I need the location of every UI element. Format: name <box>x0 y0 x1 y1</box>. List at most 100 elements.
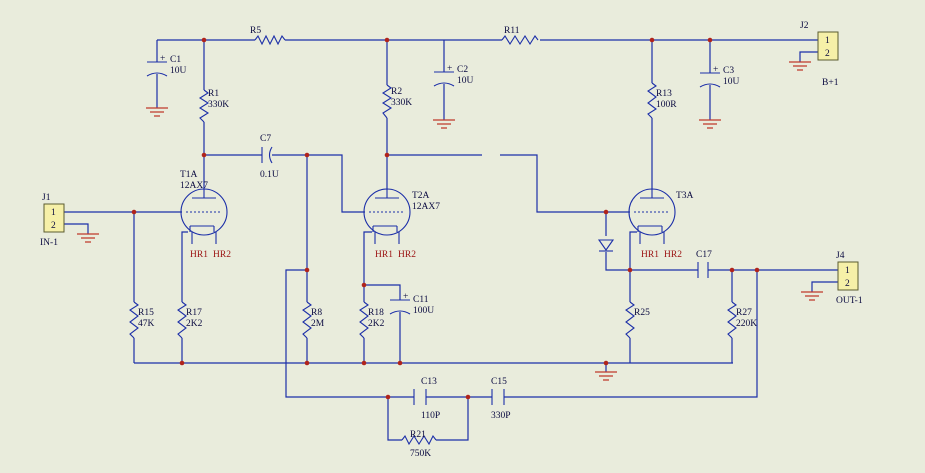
j2-ref: J2 <box>800 21 809 31</box>
junction-dot <box>384 152 390 158</box>
r25-ref: R25 <box>634 308 650 318</box>
capacitor-c11 <box>389 299 411 315</box>
j1-pin-1: 1 <box>51 208 56 218</box>
resistor-r8 <box>302 301 312 339</box>
r15-value: 47K <box>138 319 155 329</box>
junction-dot <box>304 267 310 273</box>
junction-dot <box>707 37 713 43</box>
r27-ref: R27 <box>736 308 752 318</box>
j1-net: IN-1 <box>40 238 58 248</box>
junction-dot <box>304 152 310 158</box>
junction-dot <box>649 37 655 43</box>
c1-polarity: + <box>160 54 165 64</box>
c1-value: 10U <box>170 66 187 76</box>
connector-j2 <box>817 31 839 61</box>
r18-value: 2K2 <box>368 319 385 329</box>
c15-value: 330P <box>491 411 511 421</box>
r2-value: 330K <box>391 98 412 108</box>
r5-ref: R5 <box>250 26 261 36</box>
r18-ref: R18 <box>368 308 384 318</box>
junction-dot <box>361 360 367 366</box>
resistor-r21 <box>401 434 437 446</box>
resistor-r1 <box>198 89 210 123</box>
junction-dot <box>361 282 367 288</box>
junction-dot <box>729 267 735 273</box>
t1a-ref: T1A <box>180 170 198 180</box>
resistor-r2 <box>381 84 393 119</box>
r21-value: 750K <box>410 449 431 459</box>
c11-ref: C11 <box>413 295 429 305</box>
c3-ref: C3 <box>723 66 734 76</box>
c13-value: 110P <box>421 411 440 421</box>
ground-icon <box>699 119 721 129</box>
tube-t2a <box>363 188 411 244</box>
resistor-r25 <box>625 301 635 339</box>
junction-dot <box>465 394 471 400</box>
t2a-type: 12AX7 <box>412 202 440 212</box>
resistor-r15 <box>129 301 139 339</box>
resistor-symbols <box>129 34 737 446</box>
resistor-r11 <box>501 34 539 46</box>
r8-value: 2M <box>311 319 325 329</box>
t1a-type: 12AX7 <box>180 181 208 191</box>
t2a-heater-1: HR1 <box>375 250 393 260</box>
t3a-heater-2: HR2 <box>664 250 682 260</box>
tube-t3a <box>628 188 676 244</box>
r8-ref: R8 <box>311 308 322 318</box>
r2-ref: R2 <box>391 87 402 97</box>
r17-ref: R17 <box>186 308 202 318</box>
junction-dot <box>603 360 609 366</box>
t1a-heater-1: HR1 <box>190 250 208 260</box>
j4-net: OUT-1 <box>836 296 863 306</box>
t1a-heater-2: HR2 <box>213 250 231 260</box>
resistor-r5 <box>254 34 286 46</box>
j2-pin-1: 1 <box>825 36 830 46</box>
ground-icon <box>801 291 823 301</box>
c13-ref: C13 <box>421 377 437 387</box>
j4-pin-2: 2 <box>845 279 850 289</box>
ground-icon <box>789 61 811 71</box>
resistor-r27 <box>727 301 737 339</box>
capacitor-c13 <box>413 389 427 405</box>
j4-pin-1: 1 <box>845 266 850 276</box>
j2-net: B+1 <box>822 78 839 88</box>
r21-ref: R21 <box>410 430 426 440</box>
capacitor-c1 <box>146 61 168 77</box>
c17-ref: C17 <box>696 250 712 260</box>
capacitor-c2 <box>433 71 455 87</box>
c7-ref: C7 <box>260 134 271 144</box>
ground-symbols <box>77 61 823 381</box>
resistor-r18 <box>359 301 369 339</box>
r13-ref: R13 <box>656 89 672 99</box>
j2-pin-2: 2 <box>825 49 830 59</box>
r1-ref: R1 <box>208 89 219 99</box>
resistor-r13 <box>647 82 657 119</box>
wires <box>64 39 838 441</box>
junction-dot <box>201 152 207 158</box>
c15-ref: C15 <box>491 377 507 387</box>
t2a-ref: T2A <box>412 191 430 201</box>
c3-polarity: + <box>713 65 718 75</box>
capacitor-c3 <box>699 72 721 88</box>
junction-dot <box>603 209 609 215</box>
junction-dot <box>201 37 207 43</box>
c7-value: 0.1U <box>260 170 279 180</box>
r17-value: 2K2 <box>186 319 203 329</box>
r15-ref: R15 <box>138 308 154 318</box>
tube-t1a <box>180 188 228 244</box>
ground-icon <box>146 107 168 117</box>
resistor-r17 <box>177 301 187 339</box>
c11-value: 100U <box>413 306 434 316</box>
junction-dot <box>627 267 633 273</box>
t2a-heater-2: HR2 <box>398 250 416 260</box>
r27-value: 220K <box>736 319 757 329</box>
j1-pin-2: 2 <box>51 221 56 231</box>
junction-dot <box>384 37 390 43</box>
ground-icon <box>77 233 99 243</box>
junction-dot <box>385 394 391 400</box>
junction-dots <box>131 37 760 400</box>
c2-value: 10U <box>457 76 474 86</box>
r1-value: 330K <box>208 100 229 110</box>
junction-dot <box>304 360 310 366</box>
